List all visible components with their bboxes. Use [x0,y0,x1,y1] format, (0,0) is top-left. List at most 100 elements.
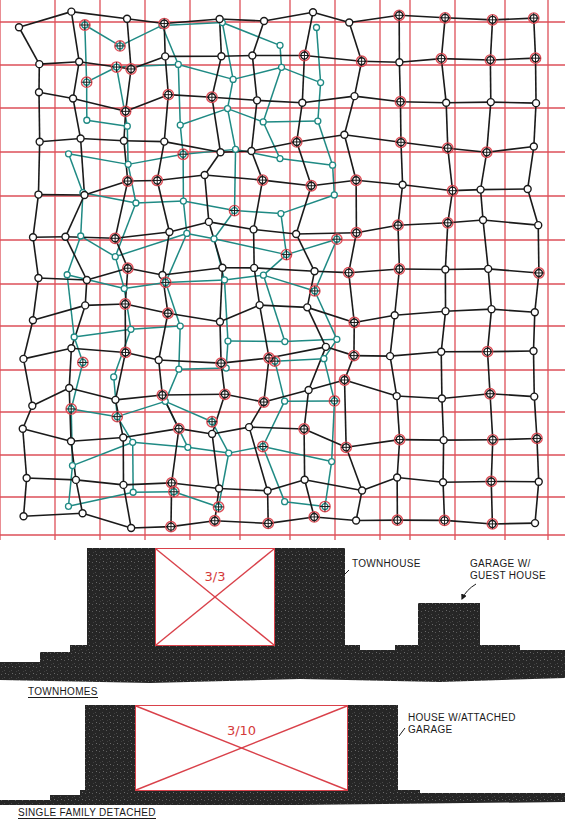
network-node [161,138,168,145]
marker-cross [299,50,309,60]
marker-circle [159,18,169,28]
marker-circle [485,55,495,65]
building-label: GARAGE W/ GUEST HOUSE [470,558,546,581]
marker-circle [81,77,91,87]
leader-arrow [462,584,476,599]
network-node [341,131,348,138]
network-line [69,388,115,400]
network-node [36,138,43,145]
network-line [136,201,183,203]
marked-node [213,502,223,512]
network-line [441,59,446,103]
network-line [83,513,132,528]
network-node [124,123,130,129]
network-node [256,302,263,309]
network-line [85,304,125,305]
network-node [185,444,191,450]
network-line [71,409,117,417]
marked-node [110,233,120,243]
network-line [183,201,234,211]
marker-cross [82,77,92,87]
network-node [201,172,208,179]
network-line [33,236,65,238]
marked-node [207,417,217,427]
grid-line [0,369,565,370]
network-line [123,429,179,438]
section-title: TOWNHOMES [28,686,98,698]
network-node [20,513,27,520]
network-line [444,439,493,441]
marker-circle [482,346,492,356]
grid-line [0,454,565,455]
marker-cross [214,502,224,512]
network-line [263,275,314,291]
network-node [67,438,74,445]
network-node [387,353,394,360]
marked-node [534,268,544,278]
house-block [85,705,135,791]
marker-cross [531,53,541,63]
marker-circle [443,143,453,153]
network-line [399,15,445,17]
marker-cross [270,356,280,366]
network-line [396,477,398,520]
marker-cross [488,15,498,25]
network-line [490,394,534,397]
network-node [442,308,449,315]
network-line [33,278,39,320]
marked-node [123,263,133,273]
network-line [228,79,234,108]
network-line [390,352,441,356]
network-line [172,483,219,489]
network-line [73,99,81,139]
marker-circle [166,521,176,531]
leader-line [344,570,349,575]
network-node [225,338,231,344]
network-line [27,478,76,480]
network-line [448,148,453,190]
marked-node [120,106,130,116]
network-node [112,254,118,260]
marker-circle [532,433,542,443]
network-node [216,15,223,22]
network-line [115,232,169,238]
cross-line [136,706,347,790]
network-line [115,203,136,257]
network-line [214,239,286,255]
marker-cross [163,90,173,100]
network-node [76,58,83,65]
ratio-text: 3/3 [202,569,229,584]
network-line [162,232,169,275]
marker-cross [396,137,406,147]
network-line [71,362,83,409]
density-box: 3/10 [135,705,348,791]
network-line [264,12,313,21]
network-node [184,230,190,236]
marked-node [310,286,320,296]
marked-node [112,411,122,421]
leader-line [399,728,405,736]
network-line [534,18,536,58]
marker-cross [157,390,167,400]
network-node [77,135,84,142]
network-line [390,356,397,396]
network-line [528,147,534,190]
network-line [403,185,453,191]
marker-cross [351,175,361,185]
marker-cross [306,181,316,191]
marked-node [393,220,403,230]
network-line [528,189,539,225]
network-node [71,334,77,340]
marker-circle [395,97,405,107]
network-line [166,282,181,326]
network-node [20,355,27,362]
marker-cross [126,64,136,74]
network-line [69,154,83,193]
marker-circle [163,89,173,99]
network-line [445,520,493,524]
marker-circle [207,92,217,102]
network-line [32,388,69,406]
network-line [263,120,318,122]
network-node [248,148,255,155]
